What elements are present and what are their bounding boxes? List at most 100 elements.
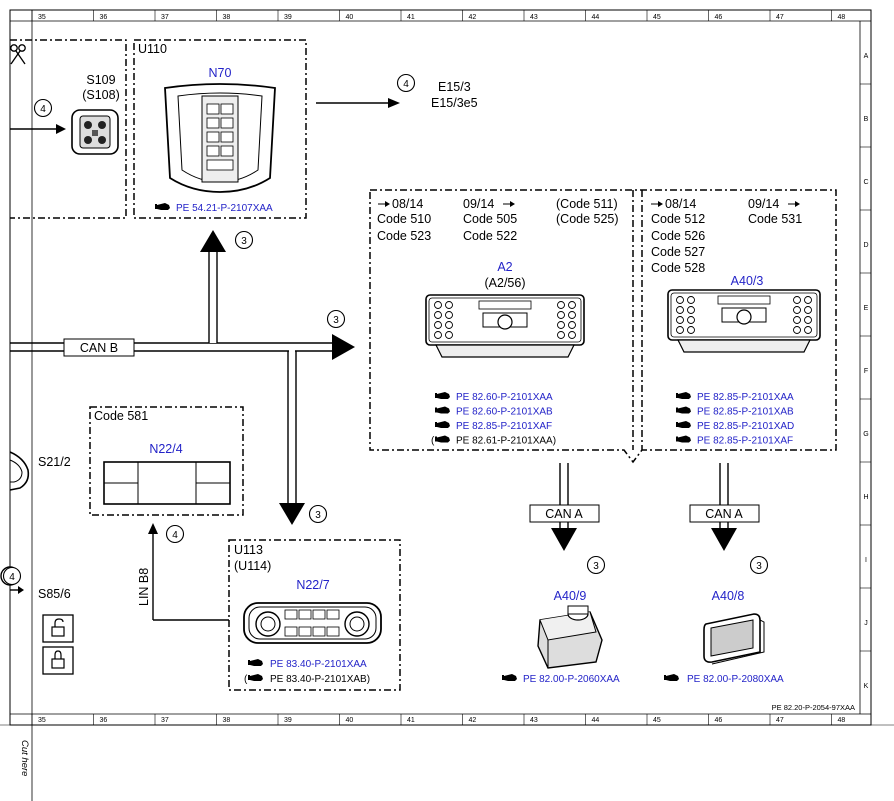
a40-3-label: A40/3 (731, 274, 764, 288)
marker-circle (586, 555, 606, 575)
svg-text:Code 522: Code 522 (463, 229, 517, 243)
unlock-icon (51, 618, 65, 637)
can-a-bus-a40-8: CAN A (689, 463, 760, 551)
grid-col-42: 42 (469, 14, 477, 21)
grid-col-38: 38 (223, 14, 231, 21)
can-a-bus-a40-9: CAN A (529, 463, 600, 551)
grid-col-35: 35 (38, 14, 46, 21)
a40-9-ref: PE 82.00-P-2060XAA (523, 674, 620, 685)
n22-4-label: N22/4 (149, 442, 182, 456)
grid-col-48-bottom: 48 (838, 717, 846, 724)
grid-row-C: C (863, 179, 868, 186)
marker-circle (234, 230, 254, 250)
n22-4-box: Code 581 N22/4 (89, 406, 244, 516)
n22-7-ref-2: PE 83.40-P-2101XAB) (270, 674, 370, 685)
grid-row-I: I (865, 557, 867, 564)
grid-row-B: B (864, 116, 869, 123)
grid-row-D: D (863, 242, 868, 249)
marker-label: 3 (315, 510, 321, 521)
a40-8-label: A40/8 (712, 589, 745, 603)
switch-s109-icon (71, 109, 119, 155)
grid-row-H: H (863, 494, 868, 501)
cut-here-label: Cut here (19, 740, 30, 776)
a2-label: A2 (497, 260, 512, 274)
grid-col-38-bottom: 38 (223, 717, 231, 724)
svg-text:Code 512: Code 512 (651, 212, 705, 226)
marker-label: 4 (172, 530, 178, 541)
svg-text:Code 528: Code 528 (651, 261, 705, 275)
marker-circle (326, 309, 346, 329)
marker-circle (308, 504, 328, 524)
marker-label: 4 (403, 79, 409, 90)
sheet-frame (0, 9, 894, 801)
lin-b8-label: LIN B8 (137, 568, 151, 606)
grid-col-43-bottom: 43 (530, 717, 538, 724)
a2-56-label: (A2/56) (485, 276, 526, 290)
svg-text:Code 531: Code 531 (748, 212, 802, 226)
svg-text:(: ( (431, 436, 435, 447)
can-a-label-right: CAN A (705, 507, 743, 521)
svg-text:Code 523: Code 523 (377, 229, 431, 243)
grid-col-36-bottom: 36 (100, 717, 108, 724)
lin-b8-line: LIN B8 (137, 523, 229, 621)
u113-label: U113 (234, 543, 263, 557)
grid-col-41-bottom: 41 (407, 717, 415, 724)
a40-8-ref: PE 82.00-P-2080XAA (687, 674, 784, 685)
a40-9-controller-icon (537, 605, 603, 669)
svg-text:Code 505: Code 505 (463, 212, 517, 226)
svg-text:Code 510: Code 510 (377, 212, 431, 226)
a2-radio-unit-icon (425, 294, 585, 358)
a40-3-refs-item-0: PE 82.85-P-2101XAA (697, 392, 794, 403)
a40-3-references: PE 82.85-P-2101XAA PE 82.85-P-2101XAB PE 8… (676, 392, 794, 447)
n22-7-label: N22/7 (296, 578, 329, 592)
grid-col-48: 48 (838, 14, 846, 21)
grid-row-J: J (864, 620, 868, 627)
grid-col-37: 37 (161, 14, 169, 21)
marker-circle (396, 73, 416, 93)
a2-refs-item-3: PE 82.61-P-2101XAA) (456, 436, 556, 447)
grid-col-47-bottom: 47 (776, 717, 784, 724)
svg-text:(Code 525): (Code 525) (556, 212, 619, 226)
svg-text:09/14: 09/14 (748, 197, 779, 211)
a2-refs-item-0: PE 82.60-P-2101XAA (456, 392, 553, 403)
n22-4-switch-module-icon (103, 461, 231, 505)
u114-label: (U114) (234, 559, 271, 573)
s21-2-label: S21/2 (38, 455, 71, 469)
grid-col-43: 43 (530, 14, 538, 21)
scissors-icon (10, 44, 26, 65)
n22-7-ref-1: PE 83.40-P-2101XAA (270, 659, 367, 670)
a40-3-refs-item-3: PE 82.85-P-2101XAF (697, 436, 793, 447)
grid-col-44-bottom: 44 (592, 717, 600, 724)
marker-label: 3 (333, 315, 339, 326)
grid-row-E: E (864, 305, 869, 312)
s109-box: S109 (S108) (10, 39, 127, 219)
svg-text:08/14: 08/14 (392, 197, 423, 211)
n70-label: N70 (209, 66, 232, 80)
marker-label: 4 (9, 572, 15, 583)
marker-label: 4 (40, 104, 46, 115)
u113-box: U113 (U114) N22/7 PE 83.40-P-2101XAA ( P… (228, 539, 401, 691)
a2-codes: 08/14 Code 510 Code 523 09/14 Code 505 C… (377, 197, 619, 243)
u110-box: U110 N70 PE 54.21-P-2107XAA (133, 39, 307, 219)
arrow-to-e15 (316, 98, 400, 108)
a2-a40-3-box (369, 189, 837, 464)
a40-8-display-icon (703, 613, 765, 665)
marker-circle (33, 98, 53, 118)
u110-label: U110 (138, 42, 167, 56)
grid-col-42-bottom: 42 (469, 717, 477, 724)
svg-text:(Code 511): (Code 511) (556, 197, 618, 211)
a40-3-radio-unit-icon (667, 289, 821, 353)
grid-col-47: 47 (776, 14, 784, 21)
a40-3-refs-item-1: PE 82.85-P-2101XAB (697, 407, 794, 418)
can-a-label-left: CAN A (545, 507, 583, 521)
grid-col-40-bottom: 40 (346, 717, 354, 724)
a40-3-refs-item-2: PE 82.85-P-2101XAD (697, 421, 794, 432)
can-b-label: CAN B (80, 341, 118, 355)
a40-9-label: A40/9 (554, 589, 587, 603)
grid-col-36: 36 (100, 14, 108, 21)
